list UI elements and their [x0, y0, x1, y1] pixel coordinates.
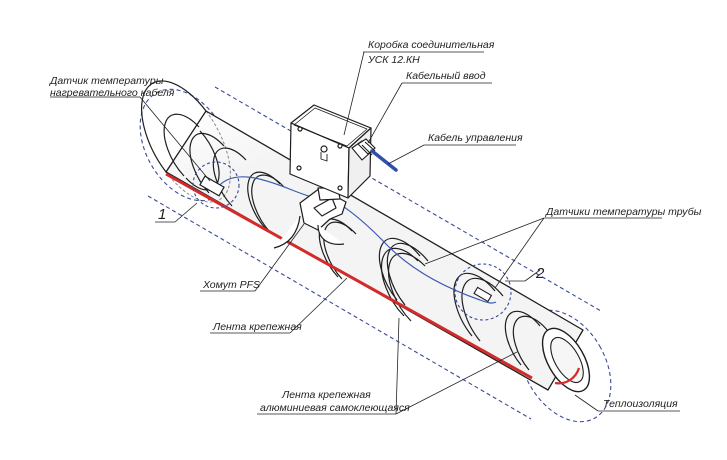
leader-lines [50, 51, 680, 415]
alu-tape-label-line2: алюминиевая самоклеющаяся [260, 402, 410, 414]
alu-tape-label-line1: Лента крепежная [281, 389, 371, 401]
detail-circles [192, 161, 512, 321]
cable-gland-label: Кабельный ввод [406, 70, 486, 82]
pipe [140, 80, 584, 391]
control-cable [370, 149, 398, 172]
aluminium-tape-sections [378, 237, 549, 371]
fixing-tape-label: Лента крепежная [212, 321, 302, 333]
pipe-end [541, 327, 591, 393]
cable-sensor-label-line1: Датчик температуры [49, 75, 164, 87]
insulation-label: Теплоизоляция [603, 398, 678, 410]
pipe-temperature-sensor [473, 286, 493, 303]
diagram-labels: Коробка соединительная УСК 12.КН Кабельн… [49, 39, 702, 414]
cable-sensor-label-line2: нагревательного кабеля [50, 87, 175, 99]
detail-2-label: 2 [535, 265, 545, 282]
cable-temperature-sensor [199, 175, 225, 197]
pfs-clamp-label: Хомут PFS [202, 279, 260, 291]
pipe-sensors-label: Датчики температуры трубы [545, 206, 702, 218]
pipe-clamp-icon [273, 187, 347, 249]
heating-cable [165, 172, 581, 385]
control-cable-label: Кабель управления [428, 132, 523, 144]
junction-box-label-line2: УСК 12.КН [367, 54, 420, 66]
junction-box-label-line1: Коробка соединительная [368, 39, 495, 51]
detail-1-label: 1 [158, 206, 166, 223]
